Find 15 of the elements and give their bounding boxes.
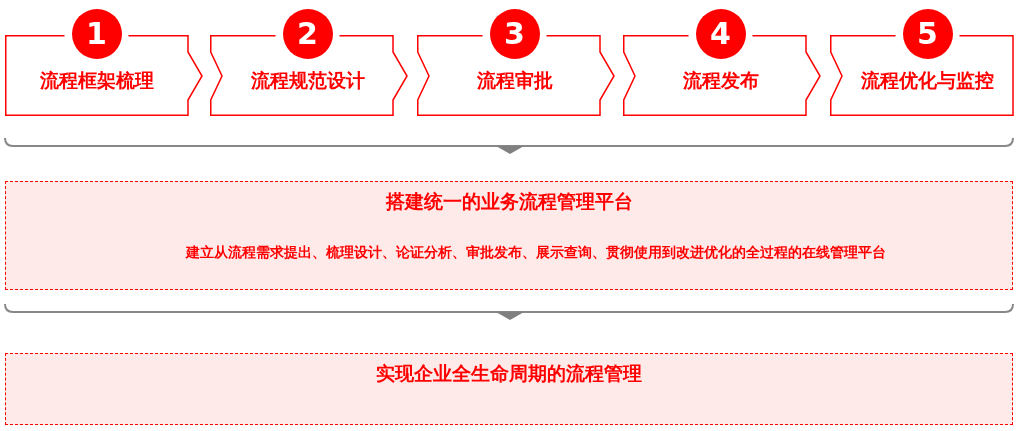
step-number: 3: [489, 9, 540, 59]
step-number: 5: [902, 9, 953, 59]
step-number: 4: [695, 9, 746, 59]
panel-title: 搭建统一的业务流程管理平台: [385, 190, 633, 214]
step-label: 流程发布: [682, 69, 759, 93]
panel-description: 建立从流程需求提出、梳理设计、论证分析、审批发布、展示查询、贯彻使用到改进优化的全过程的在线管理平台: [186, 244, 886, 260]
step-label: 流程审批: [476, 69, 553, 93]
step-number: 1: [71, 9, 122, 59]
step-label: 流程优化与监控: [861, 69, 994, 93]
step-label: 流程规范设计: [250, 69, 365, 93]
panel-title: 实现企业全生命周期的流程管理: [376, 362, 642, 386]
step-number: 2: [282, 9, 333, 59]
step-label: 流程框架梳理: [39, 69, 154, 93]
dashed-panel: [5, 353, 1013, 425]
dashed-panel: [5, 181, 1013, 290]
